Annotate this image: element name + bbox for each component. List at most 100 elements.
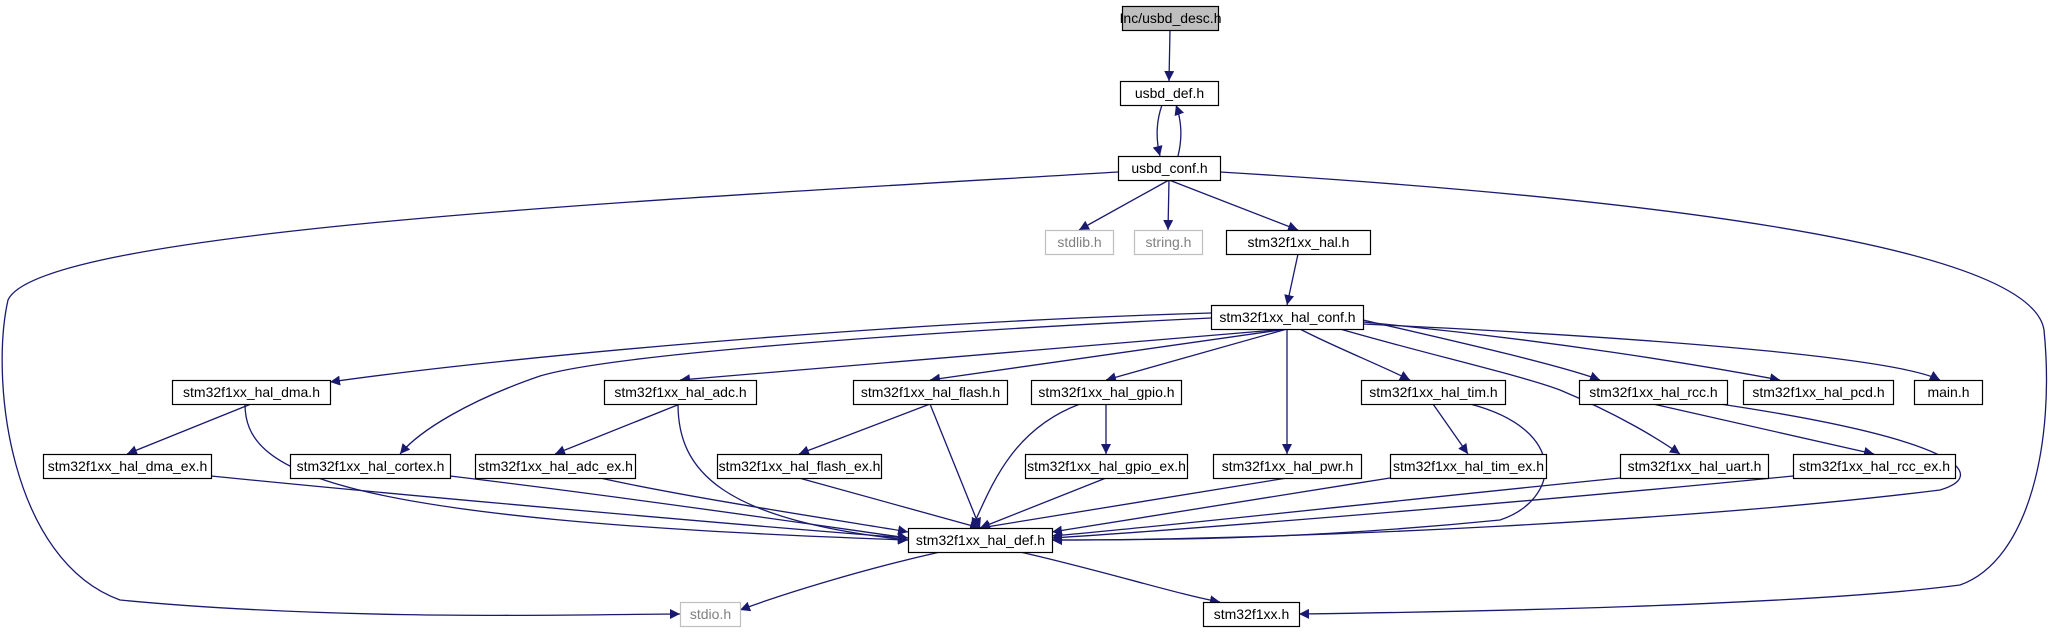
edge-hal-h-to-hal-conf-h	[1284, 253, 1299, 306]
node-label: usbd_conf.h	[1131, 160, 1207, 176]
node-hal-tim-h[interactable]: stm32f1xx_hal_tim.h	[1360, 379, 1507, 406]
node-label: stdio.h	[690, 606, 731, 622]
node-box	[1044, 229, 1115, 256]
node-label: stm32f1xx_hal_flash.h	[861, 384, 1000, 400]
node-label: stm32f1xx_hal_dma_ex.h	[48, 458, 208, 474]
edge-hal-conf-h-to-hal-flash-h	[929, 328, 1288, 384]
node-hal-rcc-ex-h[interactable]: stm32f1xx_hal_rcc_ex.h	[1792, 453, 1957, 480]
node-stm32f1xx-h[interactable]: stm32f1xx.h	[1202, 601, 1301, 628]
node-box	[1742, 379, 1895, 406]
node-label: stm32f1xx_hal_pwr.h	[1222, 458, 1354, 474]
edge-hal-rcc-h-to-hal-def-h	[1051, 403, 1962, 545]
edge-hal-conf-h-to-hal-pcd-h	[1362, 321, 1781, 384]
node-label: stdlib.h	[1057, 234, 1101, 250]
edge-usbd-conf-h-to-stm32f1xx-h	[1219, 171, 2048, 619]
node-hal-tim-ex-h[interactable]: stm32f1xx_hal_tim_ex.h	[1389, 453, 1548, 480]
node-hal-gpio-ex-h[interactable]: stm32f1xx_hal_gpio_ex.h	[1024, 453, 1189, 480]
edge-usbd-conf-h-to-stdlib-h	[1078, 179, 1170, 231]
node-box	[603, 379, 758, 406]
node-box	[852, 379, 1009, 406]
node-box	[474, 453, 637, 480]
node-box	[1117, 155, 1222, 182]
node-hal-rcc-h[interactable]: stm32f1xx_hal_rcc.h	[1578, 379, 1729, 406]
node-hal-pwr-h[interactable]: stm32f1xx_hal_pwr.h	[1212, 453, 1363, 480]
node-box	[1202, 601, 1301, 628]
edge-usbd-desc-h-to-usbd-def-h	[1164, 29, 1175, 82]
node-box	[1030, 379, 1183, 406]
node-label: stm32f1xx_hal_conf.h	[1219, 309, 1355, 325]
node-hal-dma-ex-h[interactable]: stm32f1xx_hal_dma_ex.h	[42, 453, 213, 480]
node-hal-flash-h[interactable]: stm32f1xx_hal_flash.h	[852, 379, 1009, 406]
node-hal-cortex-h[interactable]: stm32f1xx_hal_cortex.h	[289, 453, 452, 480]
edge-usbd-def-h-to-usbd-conf-h	[1152, 104, 1163, 157]
edge-usbd-conf-h-to-hal-h	[1168, 179, 1299, 232]
edge-hal-conf-h-to-hal-uart-h	[1339, 328, 1681, 455]
node-usbd-conf-h[interactable]: usbd_conf.h	[1117, 155, 1222, 182]
node-box	[289, 453, 452, 480]
edge-usbd-conf-h-to-string-h	[1163, 179, 1174, 231]
node-hal-pcd-h[interactable]: stm32f1xx_hal_pcd.h	[1742, 379, 1895, 406]
node-box	[1133, 229, 1204, 256]
node-label: stm32f1xx_hal_flash_ex.h	[719, 458, 881, 474]
node-hal-adc-ex-h[interactable]: stm32f1xx_hal_adc_ex.h	[474, 453, 637, 480]
edge-hal-dma-h-to-hal-def-h	[244, 403, 909, 545]
node-label: stm32f1xx_hal_adc_ex.h	[478, 458, 633, 474]
edge-hal-conf-h-to-hal-gpio-h	[1105, 328, 1288, 383]
edge-hal-uart-h-to-hal-def-h	[1051, 477, 1621, 541]
edge-hal-flash-h-to-hal-flash-ex-h	[798, 403, 931, 456]
node-box	[716, 453, 883, 480]
node-box	[1225, 229, 1372, 256]
node-box	[1210, 304, 1365, 331]
node-label: stm32f1xx_hal_dma.h	[183, 384, 320, 400]
node-label: stm32f1xx_hal.h	[1248, 234, 1350, 250]
edge-hal-cortex-h-to-hal-def-h	[449, 475, 909, 542]
node-label: stm32f1xx.h	[1214, 606, 1289, 622]
edge-hal-conf-h-to-hal-rcc-h	[1362, 319, 1601, 382]
node-hal-gpio-h[interactable]: stm32f1xx_hal_gpio.h	[1030, 379, 1183, 406]
node-box	[1792, 453, 1957, 480]
node-box	[907, 527, 1054, 554]
node-hal-def-h[interactable]: stm32f1xx_hal_def.h	[907, 527, 1054, 554]
edge-hal-dma-h-to-hal-dma-ex-h	[126, 403, 252, 455]
edge-hal-flash-h-to-hal-def-h	[929, 403, 981, 529]
edge-hal-conf-h-to-hal-cortex-h	[399, 317, 1212, 455]
node-hal-conf-h[interactable]: stm32f1xx_hal_conf.h	[1210, 304, 1365, 331]
node-box	[1121, 5, 1220, 32]
edge-hal-flash-ex-h-to-hal-def-h	[798, 477, 981, 531]
edge-hal-adc-h-to-hal-adc-ex-h	[554, 403, 681, 455]
edge-hal-pwr-h-to-hal-def-h	[979, 477, 1288, 532]
node-usbd-def-h[interactable]: usbd_def.h	[1119, 80, 1220, 107]
node-label: stm32f1xx_hal_pcd.h	[1752, 384, 1884, 400]
edge-hal-def-h-to-stm32f1xx-h	[1019, 551, 1221, 606]
edge-hal-conf-h-to-hal-tim-h	[1299, 328, 1411, 381]
edge-hal-rcc-ex-h-to-hal-def-h	[1051, 475, 1794, 543]
node-label: stm32f1xx_hal_tim.h	[1369, 384, 1497, 400]
node-box	[1212, 453, 1363, 480]
node-label: string.h	[1146, 234, 1192, 250]
node-hal-flash-ex-h[interactable]: stm32f1xx_hal_flash_ex.h	[716, 453, 883, 480]
node-label: stm32f1xx_hal_gpio_ex.h	[1027, 458, 1186, 474]
nodes: Inc/usbd_desc.h usbd_def.h usbd_conf.hstdl…	[42, 5, 1984, 628]
edge-hal-adc-ex-h-to-hal-def-h	[599, 477, 909, 536]
node-label: stm32f1xx_hal_uart.h	[1628, 458, 1762, 474]
node-label: stm32f1xx_hal_rcc.h	[1589, 384, 1717, 400]
node-main-h[interactable]: main.h	[1913, 379, 1984, 406]
edge-usbd-conf-h-to-stdio-h	[1, 171, 1119, 620]
edges	[1, 29, 2048, 620]
edge-hal-def-h-to-stdio-h	[739, 551, 941, 612]
node-label: main.h	[1927, 384, 1969, 400]
edge-usbd-conf-h-to-usbd-def-h	[1174, 104, 1185, 157]
node-hal-uart-h[interactable]: stm32f1xx_hal_uart.h	[1619, 453, 1770, 480]
node-stdlib-h: stdlib.h	[1044, 229, 1115, 256]
edge-hal-conf-h-to-hal-adc-h	[679, 328, 1288, 385]
node-hal-adc-h[interactable]: stm32f1xx_hal_adc.h	[603, 379, 758, 406]
node-box	[1913, 379, 1984, 406]
node-box	[679, 601, 742, 628]
edge-hal-conf-h-to-main-h	[1362, 323, 1941, 381]
node-box	[171, 379, 332, 406]
node-hal-h[interactable]: stm32f1xx_hal.h	[1225, 229, 1372, 256]
node-hal-dma-h[interactable]: stm32f1xx_hal_dma.h	[171, 379, 332, 406]
node-box	[1360, 379, 1507, 406]
node-usbd-desc-h[interactable]: Inc/usbd_desc.h	[1120, 5, 1222, 32]
node-label: stm32f1xx_hal_tim_ex.h	[1393, 458, 1544, 474]
